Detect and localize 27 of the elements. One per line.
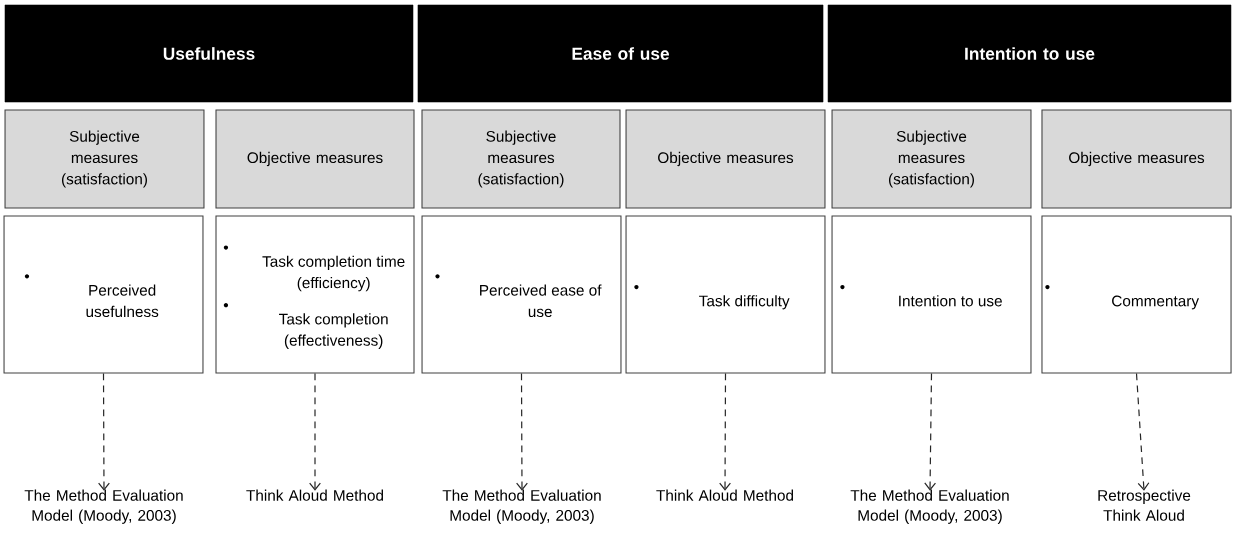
category-box: Subjective measures (satisfaction): [4, 109, 205, 209]
arrow: [309, 372, 321, 491]
measure-box: Perceived ease of use: [421, 215, 622, 374]
arrow: [98, 372, 110, 491]
method-label: Retrospective Think Aloud: [1098, 489, 1191, 521]
arrow: [516, 372, 528, 491]
category-box: Subjective measures (satisfaction): [421, 109, 621, 209]
method-label: Think Aloud Method: [656, 489, 793, 501]
arrow: [924, 372, 937, 491]
category-box: Objective measures: [1041, 109, 1232, 209]
arrow: [719, 372, 731, 491]
method-label: The Method Evaluation Model (Moody, 2003): [850, 489, 1009, 524]
category-box: Objective measures: [215, 109, 415, 209]
arrow: [1135, 372, 1150, 491]
measure-box: Task difficulty: [625, 215, 826, 374]
method-label: Think Aloud Method: [246, 489, 383, 501]
header-bar: Ease of use: [417, 4, 824, 103]
category-box: Subjective measures (satisfaction): [831, 109, 1032, 209]
header-bar: Usefulness: [4, 4, 414, 103]
measure-box: Intention to use: [831, 215, 1032, 374]
method-label: The Method Evaluation Model (Moody, 2003): [442, 489, 601, 524]
header-bar: Intention to use: [827, 4, 1232, 103]
measure-box: Commentary: [1041, 215, 1232, 374]
measure-box: Task completion time (efficiency) Task completion (effectiveness): [215, 215, 415, 374]
measure-box: Perceived usefulness: [3, 215, 204, 374]
method-label: The Method Evaluation Model (Moody, 2003): [24, 489, 183, 524]
category-box: Objective measures: [625, 109, 826, 209]
